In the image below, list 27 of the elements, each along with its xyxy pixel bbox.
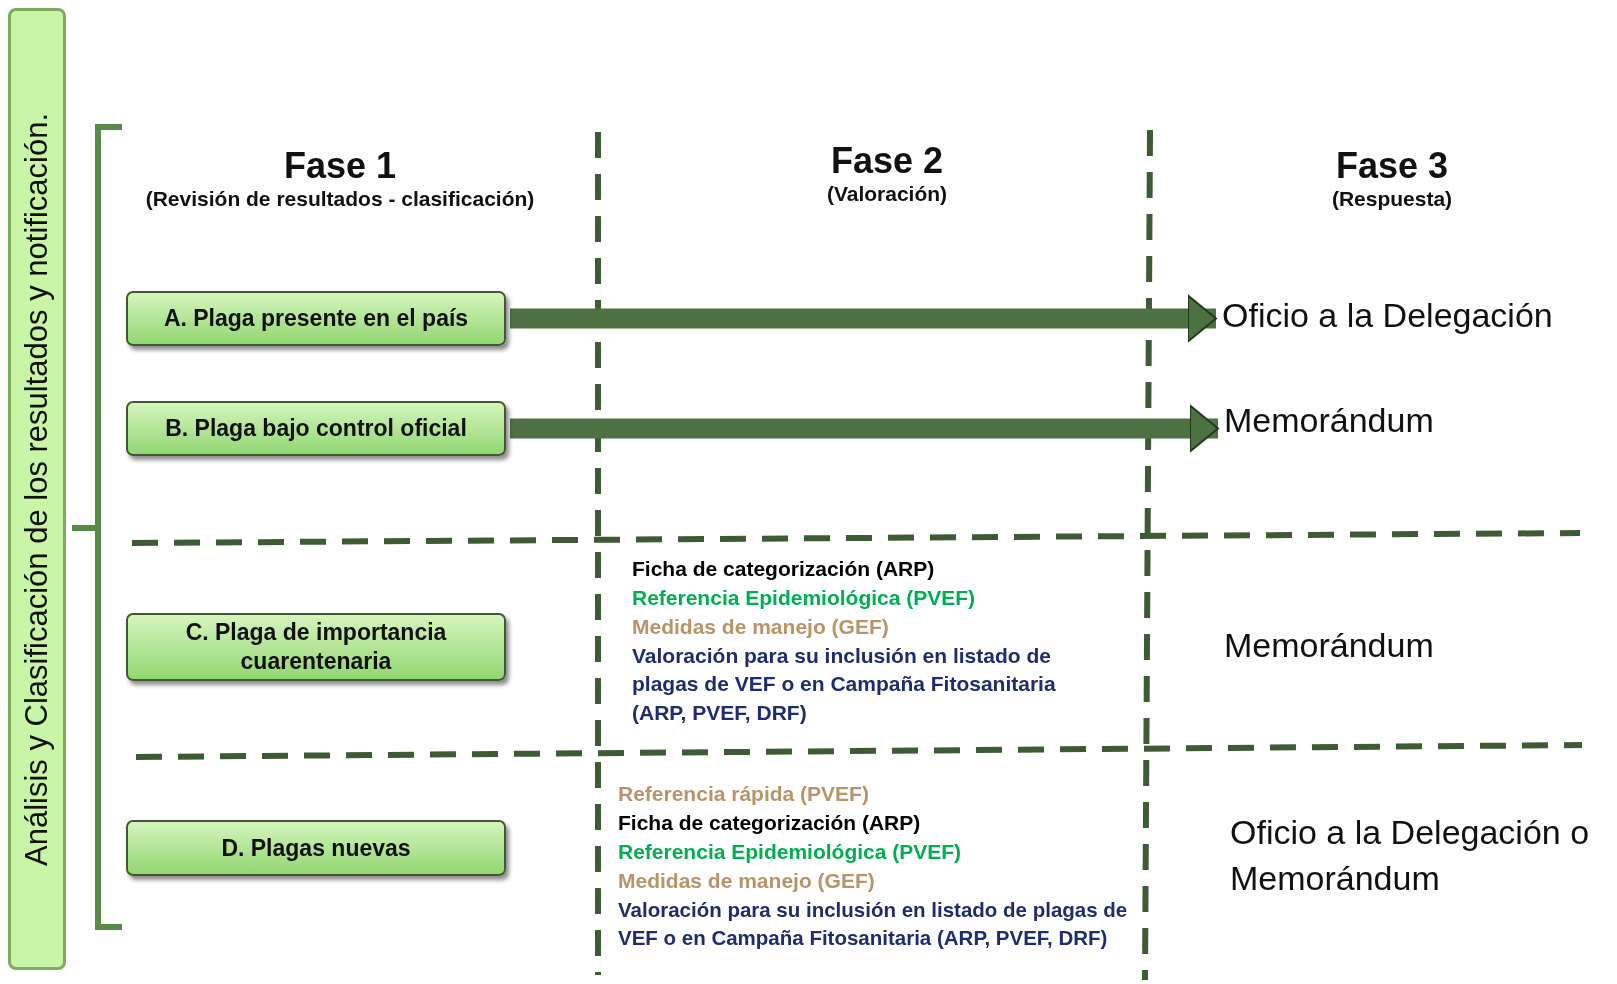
phase-heading: Fase 2 (829, 139, 945, 183)
item-text: Ficha de categorización (ARP) (632, 556, 936, 582)
phase-subtitle: (Respuesta) (1330, 186, 1454, 212)
item-text: Referencia Epidemiológica (PVEF) (618, 839, 963, 865)
category-box: D. Plagas nuevas (126, 820, 506, 876)
response-text: Memorándum (1224, 625, 1435, 666)
arrow (510, 294, 1217, 343)
side-band (8, 8, 66, 970)
category-box: A. Plaga presente en el país (126, 291, 506, 346)
category-box: B. Plaga bajo control oficial (126, 401, 506, 456)
item-text: Valoración para su inclusión en listado de plagas de VEF o en Campaña Fitosanitaria (ARP, PVEF, DRF) (618, 897, 1128, 951)
item-text: Valoración para su inclusión en listado de plagas de VEF o en Campaña Fitosanitaria (ARP, PVEF, DRF) (632, 643, 1057, 726)
item-text: Referencia Epidemiológica (PVEF) (632, 585, 977, 611)
phase-heading: Fase 3 (1334, 144, 1450, 188)
item-text: Medidas de manejo (GEF) (632, 614, 890, 640)
arrow (510, 404, 1219, 453)
side-band-title: Análisis y Clasificación de los resultados y notificación. (19, 112, 55, 866)
item-text: Ficha de categorización (ARP) (618, 810, 922, 836)
phase-subtitle: (Revisión de resultados - clasificación) (144, 186, 536, 212)
response-text: Memorándum (1224, 398, 1484, 448)
item-text: Referencia rápida (PVEF) (618, 781, 870, 807)
phase-heading: Fase 1 (282, 144, 398, 188)
response-text: Oficio a la Delegación (1222, 293, 1607, 343)
item-text: Medidas de manejo (GEF) (618, 868, 876, 894)
category-box: C. Plaga de importancia cuarentenaria (126, 613, 506, 681)
phase-subtitle: (Valoración) (825, 181, 949, 207)
response-text: Oficio a la Delegación o Memorándum (1230, 812, 1590, 899)
